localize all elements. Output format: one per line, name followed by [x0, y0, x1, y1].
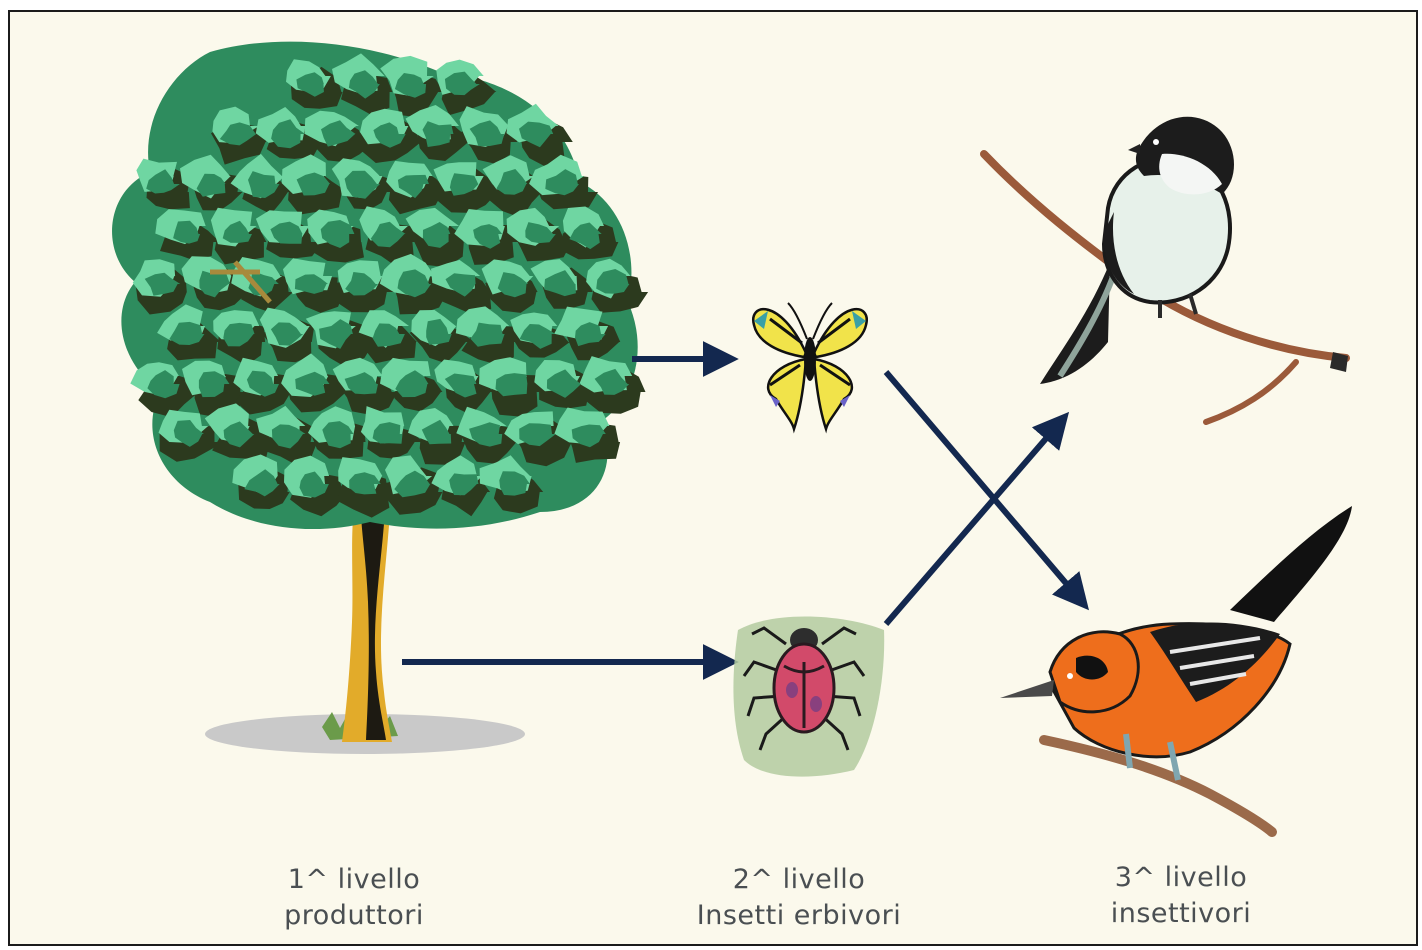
- label-level-3: 3^ livello insettivori: [1021, 860, 1341, 932]
- tree-canopy: [112, 42, 648, 529]
- oriole-icon: [1000, 506, 1352, 832]
- label-level-3-title: 3^ livello: [1021, 860, 1341, 896]
- tree-icon: [112, 42, 648, 754]
- label-level-2: 2^ livello Insetti erbivori: [639, 862, 959, 934]
- chickadee-icon: [984, 117, 1348, 422]
- bug-icon: [733, 616, 884, 776]
- label-level-1: 1^ livello produttori: [194, 862, 514, 934]
- arrow-butterfly-to-oriole: [886, 372, 1082, 602]
- diagram-canvas: [10, 12, 1416, 944]
- food-chain-diagram: 1^ livello produttori 2^ livello Insetti…: [8, 10, 1418, 946]
- label-level-3-subtitle: insettivori: [1021, 896, 1341, 932]
- label-level-2-title: 2^ livello: [639, 862, 959, 898]
- label-level-2-subtitle: Insetti erbivori: [639, 898, 959, 934]
- arrow-bug-to-chickadee: [886, 420, 1062, 624]
- butterfly-icon: [753, 303, 866, 429]
- label-level-1-subtitle: produttori: [194, 898, 514, 934]
- label-level-1-title: 1^ livello: [194, 862, 514, 898]
